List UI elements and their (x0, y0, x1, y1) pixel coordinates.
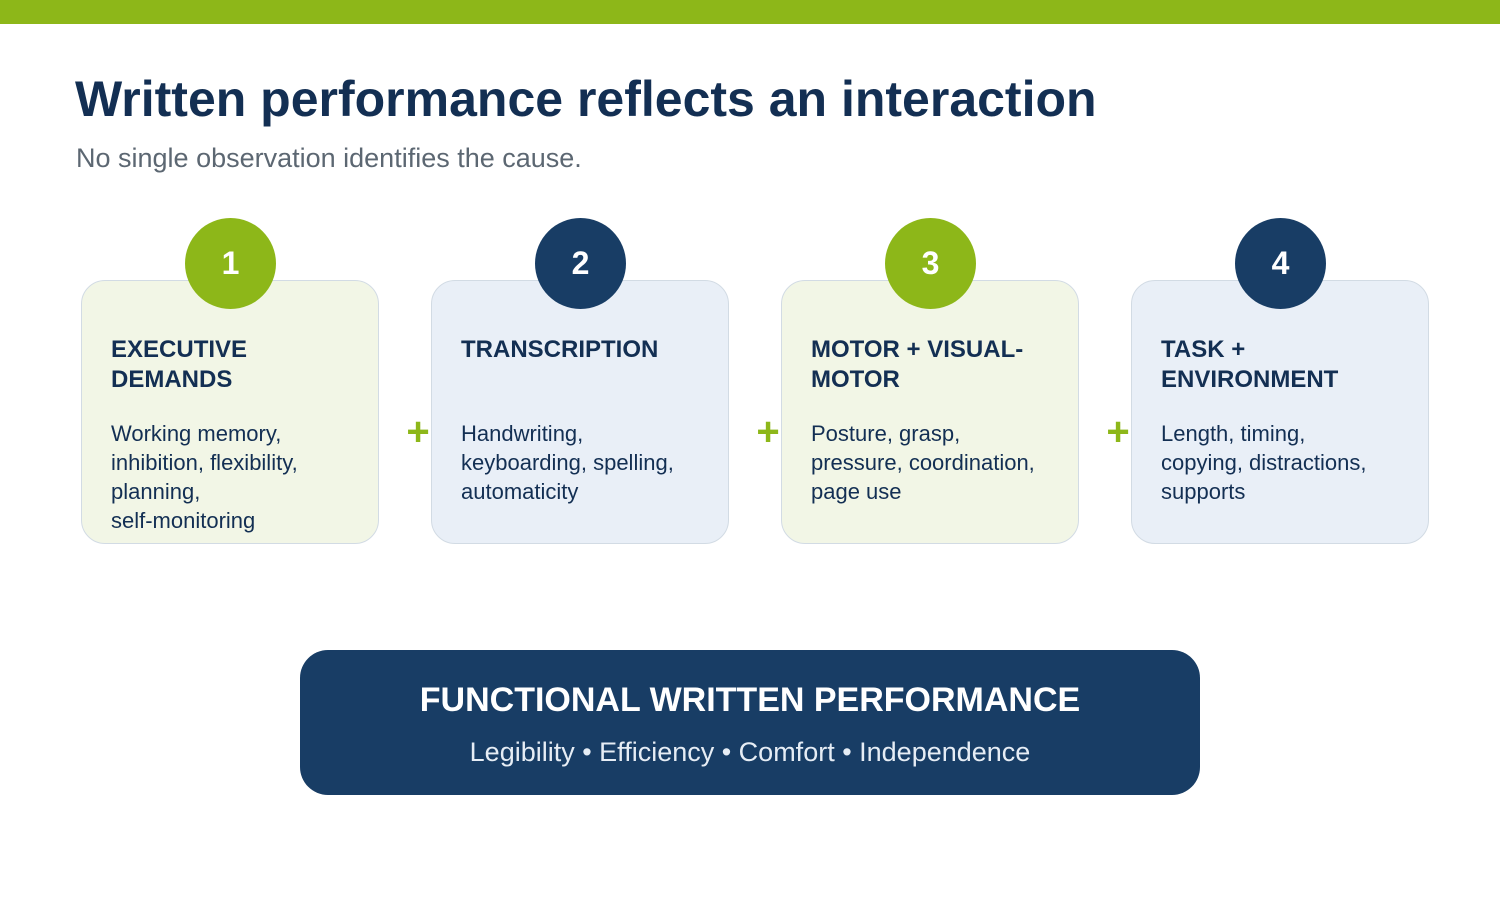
description-line: pressure, coordination, (811, 450, 1035, 475)
description-line: Posture, grasp, (811, 421, 961, 446)
factor-description: Handwriting, keyboarding, spelling, auto… (461, 419, 721, 506)
page-title: Written performance reflects an interact… (75, 71, 1097, 127)
description-line: Length, timing, (1161, 421, 1306, 446)
plus-operator: + (406, 410, 430, 454)
page-subtitle: No single observation identifies the cau… (76, 143, 582, 173)
factor-card-motor-visual-motor: MOTOR + VISUAL-MOTOR Posture, grasp, pre… (781, 280, 1079, 544)
description-line: self-monitoring (111, 508, 256, 533)
factor-title: MOTOR + VISUAL-MOTOR (811, 336, 1024, 393)
factor-title: TASK + ENVIRONMENT (1161, 336, 1339, 393)
factor-description: Length, timing, copying, distractions, s… (1161, 419, 1421, 506)
top-accent-bar (0, 0, 1500, 24)
result-panel: FUNCTIONAL WRITTEN PERFORMANCE Legibilit… (300, 650, 1200, 795)
factor-card-transcription: TRANSCRIPTION Handwriting, keyboarding, … (431, 280, 729, 544)
description-line: inhibition, flexibility, (111, 450, 298, 475)
description-line: Working memory, (111, 421, 282, 446)
plus-operator: + (756, 410, 780, 454)
result-qualities: Legibility • Efficiency • Comfort • Inde… (469, 737, 1031, 767)
plus-operator: + (1106, 410, 1130, 454)
factor-number-badge: 3 (885, 218, 976, 309)
description-line: planning, (111, 479, 201, 504)
description-line: supports (1161, 479, 1246, 504)
description-line: automaticity (461, 479, 579, 504)
factor-number-badge: 2 (535, 218, 626, 309)
factor-card-executive-demands: EXECUTIVE DEMANDS Working memory, inhibi… (81, 280, 379, 544)
factor-description: Working memory, inhibition, flexibility,… (111, 419, 371, 535)
factor-number-badge: 1 (185, 218, 276, 309)
description-line: page use (811, 479, 902, 504)
result-title: FUNCTIONAL WRITTEN PERFORMANCE (419, 681, 1081, 719)
factor-number-badge: 4 (1235, 218, 1326, 309)
factor-title: EXECUTIVE DEMANDS (111, 336, 248, 393)
description-line: keyboarding, spelling, (461, 450, 674, 475)
description-line: Handwriting, (461, 421, 584, 446)
factor-card-task-environment: TASK + ENVIRONMENT Length, timing, copyi… (1131, 280, 1429, 544)
factor-title: TRANSCRIPTION (461, 336, 659, 363)
description-line: copying, distractions, (1161, 450, 1367, 475)
factor-description: Posture, grasp, pressure, coordination, … (811, 419, 1071, 506)
